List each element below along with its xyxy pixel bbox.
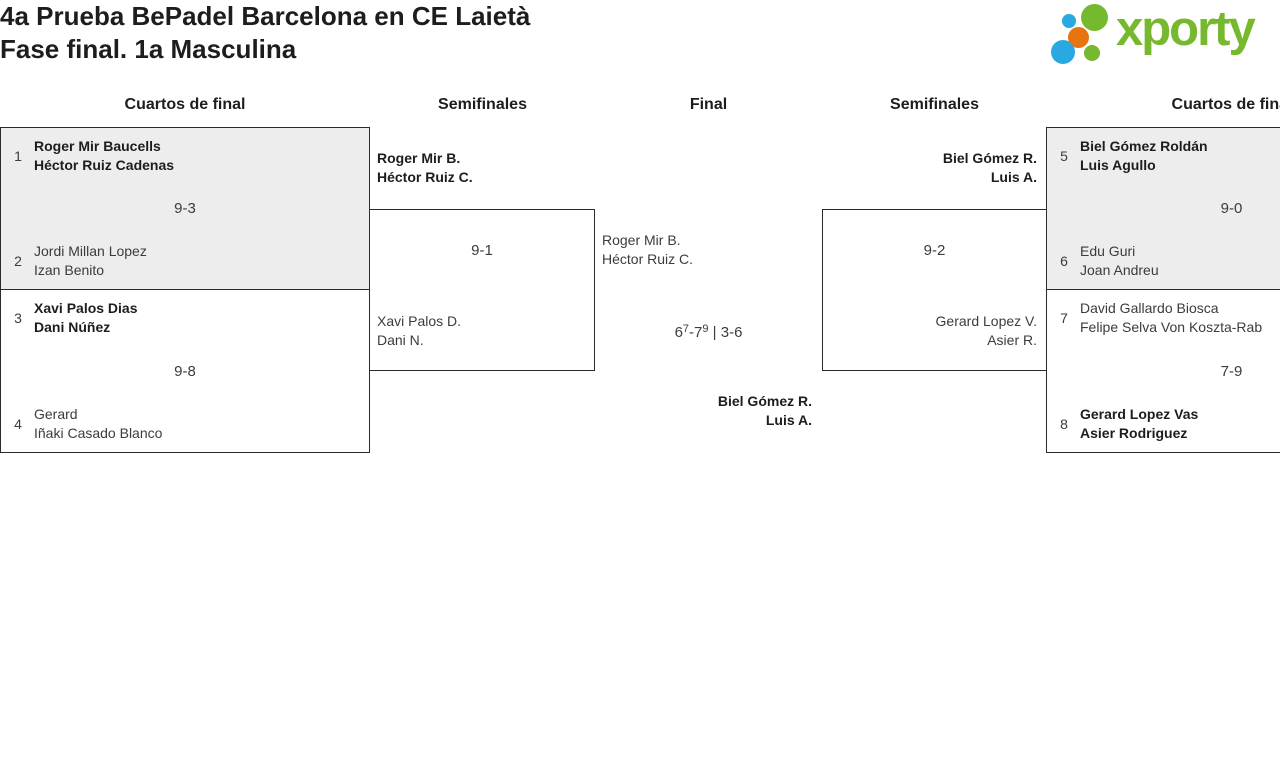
logo-wordmark: xporty <box>1116 2 1256 56</box>
player-name: Felipe Selva Von Koszta-Rab <box>1080 319 1263 335</box>
player-name: Edu Guri <box>1080 243 1136 259</box>
page-title-line2: Fase final. 1a Masculina <box>0 34 297 64</box>
round-header-semifinals-right: Semifinales <box>890 96 979 113</box>
round-header-final: Final <box>689 96 728 113</box>
player-name: Héctor Ruiz C. <box>377 169 473 185</box>
player-name: Gerard Lopez V. <box>935 313 1037 329</box>
seed-number: 8 <box>1060 416 1068 432</box>
team-pair: Biel Gómez Roldán Luis Agullo <box>1080 137 1208 175</box>
match-qf-right-top: 5 Biel Gómez Roldán Luis Agullo 9-0 6 Ed… <box>1046 127 1280 290</box>
final-score-set1b: -7 <box>689 324 703 341</box>
seed-number: 3 <box>14 310 22 326</box>
match-qf-left-top: 1 Roger Mir Baucells Héctor Ruiz Cadenas… <box>0 127 370 290</box>
player-name: Iñaki Casado Blanco <box>34 425 163 441</box>
player-name: Gerard Lopez Vas <box>1080 406 1199 422</box>
player-name: Joan Andreu <box>1080 262 1159 278</box>
player-name: Jordi Millan Lopez <box>34 243 147 259</box>
team-pair: Edu Guri Joan Andreu <box>1080 242 1159 280</box>
logo-dot-orange-icon <box>1068 27 1089 48</box>
logo-dot-green-large-icon <box>1081 4 1108 31</box>
team-row: 6 Edu Guri Joan Andreu <box>1053 242 1280 280</box>
final-score-tiebreak1: 7 <box>682 323 690 335</box>
match-score: 7-9 <box>1220 362 1243 380</box>
seed-number: 6 <box>1060 253 1068 269</box>
player-name: Héctor Ruiz Cadenas <box>34 157 175 173</box>
player-name: David Gallardo Biosca <box>1080 300 1219 316</box>
player-name: Luis A. <box>765 412 812 428</box>
team-row: 1 Roger Mir Baucells Héctor Ruiz Cadenas <box>7 137 363 175</box>
team-row: 8 Gerard Lopez Vas Asier Rodriguez <box>1053 405 1280 443</box>
seed-number: 5 <box>1060 148 1068 164</box>
logo-dot-blue-large-icon <box>1051 40 1075 64</box>
final-score-tiebreak2: 9 <box>702 323 709 335</box>
final-team-bottom: Biel Gómez R. Luis A. <box>595 392 812 430</box>
page-title: 4a Prueba BePadel Barcelona en CE Laietà… <box>0 0 530 66</box>
xporty-logo: xporty <box>1048 0 1280 72</box>
seed-number: 1 <box>14 148 22 164</box>
player-name: Asier Rodriguez <box>1080 425 1188 441</box>
player-name: Dani Núñez <box>34 319 111 335</box>
team-row: 7 David Gallardo Biosca Felipe Selva Von… <box>1053 299 1280 337</box>
player-name: Roger Mir Baucells <box>34 138 161 154</box>
logo-dot-blue-small-icon <box>1062 14 1076 28</box>
player-name: Biel Gómez R. <box>717 393 812 409</box>
final-score: 67-79 | 3-6 <box>595 323 822 341</box>
player-name: Asier R. <box>987 332 1037 348</box>
sf-right-team-top: Biel Gómez R. Luis A. <box>822 149 1037 187</box>
player-name: Roger Mir B. <box>602 232 681 248</box>
team-pair: Jordi Millan Lopez Izan Benito <box>34 242 147 280</box>
player-name: Luis A. <box>990 169 1037 185</box>
seed-number: 4 <box>14 416 22 432</box>
player-name: Gerard <box>34 406 78 422</box>
player-name: Xavi Palos D. <box>377 313 462 329</box>
match-score: 9-8 <box>174 362 196 380</box>
seed-number: 2 <box>14 253 22 269</box>
sf-left-score: 9-1 <box>471 242 493 259</box>
sf-left-team-bottom: Xavi Palos D. Dani N. <box>377 312 461 350</box>
final-score-set1: 6 <box>674 324 683 341</box>
sf-right-team-bottom: Gerard Lopez V. Asier R. <box>822 312 1037 350</box>
seed-number: 7 <box>1060 310 1068 326</box>
match-qf-right-bottom: 7 David Gallardo Biosca Felipe Selva Von… <box>1046 289 1280 453</box>
match-sf-left-box <box>369 209 595 371</box>
team-pair: Gerard Lopez Vas Asier Rodriguez <box>1080 405 1198 443</box>
player-name: Izan Benito <box>34 262 105 278</box>
match-score: 9-0 <box>1220 200 1243 217</box>
round-header-semifinals-left: Semifinales <box>438 96 527 113</box>
player-name: Biel Gómez Roldán <box>1080 138 1208 154</box>
team-pair: Roger Mir Baucells Héctor Ruiz Cadenas <box>34 137 174 175</box>
team-row: 5 Biel Gómez Roldán Luis Agullo <box>1053 137 1280 175</box>
player-name: Biel Gómez R. <box>942 150 1037 166</box>
team-row: 4 Gerard Iñaki Casado Blanco <box>7 405 363 443</box>
sf-left-team-top: Roger Mir B. Héctor Ruiz C. <box>377 149 473 187</box>
final-score-set2: | 3-6 <box>708 324 743 341</box>
sf-right-score: 9-2 <box>923 242 946 259</box>
match-sf-right-box <box>822 209 1047 371</box>
player-name: Héctor Ruiz C. <box>602 251 694 267</box>
team-pair: Gerard Iñaki Casado Blanco <box>34 405 162 443</box>
final-team-top: Roger Mir B. Héctor Ruiz C. <box>602 231 693 269</box>
team-pair: Xavi Palos Dias Dani Núñez <box>34 299 138 337</box>
player-name: Xavi Palos Dias <box>34 300 138 316</box>
team-row: 2 Jordi Millan Lopez Izan Benito <box>7 242 363 280</box>
player-name: Dani N. <box>377 332 424 348</box>
page-title-line1: 4a Prueba BePadel Barcelona en CE Laietà <box>0 1 531 31</box>
team-pair: David Gallardo Biosca Felipe Selva Von K… <box>1080 299 1262 337</box>
match-score: 9-3 <box>174 200 196 217</box>
round-header-quarterfinals-right: Cuartos de final <box>1171 96 1280 113</box>
player-name: Luis Agullo <box>1080 157 1156 173</box>
match-qf-left-bottom: 3 Xavi Palos Dias Dani Núñez 9-8 4 Gerar… <box>0 289 370 453</box>
team-row: 3 Xavi Palos Dias Dani Núñez <box>7 299 363 337</box>
round-header-quarterfinals-left: Cuartos de final <box>124 96 246 113</box>
logo-dot-green-small-icon <box>1084 45 1100 61</box>
player-name: Roger Mir B. <box>377 150 461 166</box>
